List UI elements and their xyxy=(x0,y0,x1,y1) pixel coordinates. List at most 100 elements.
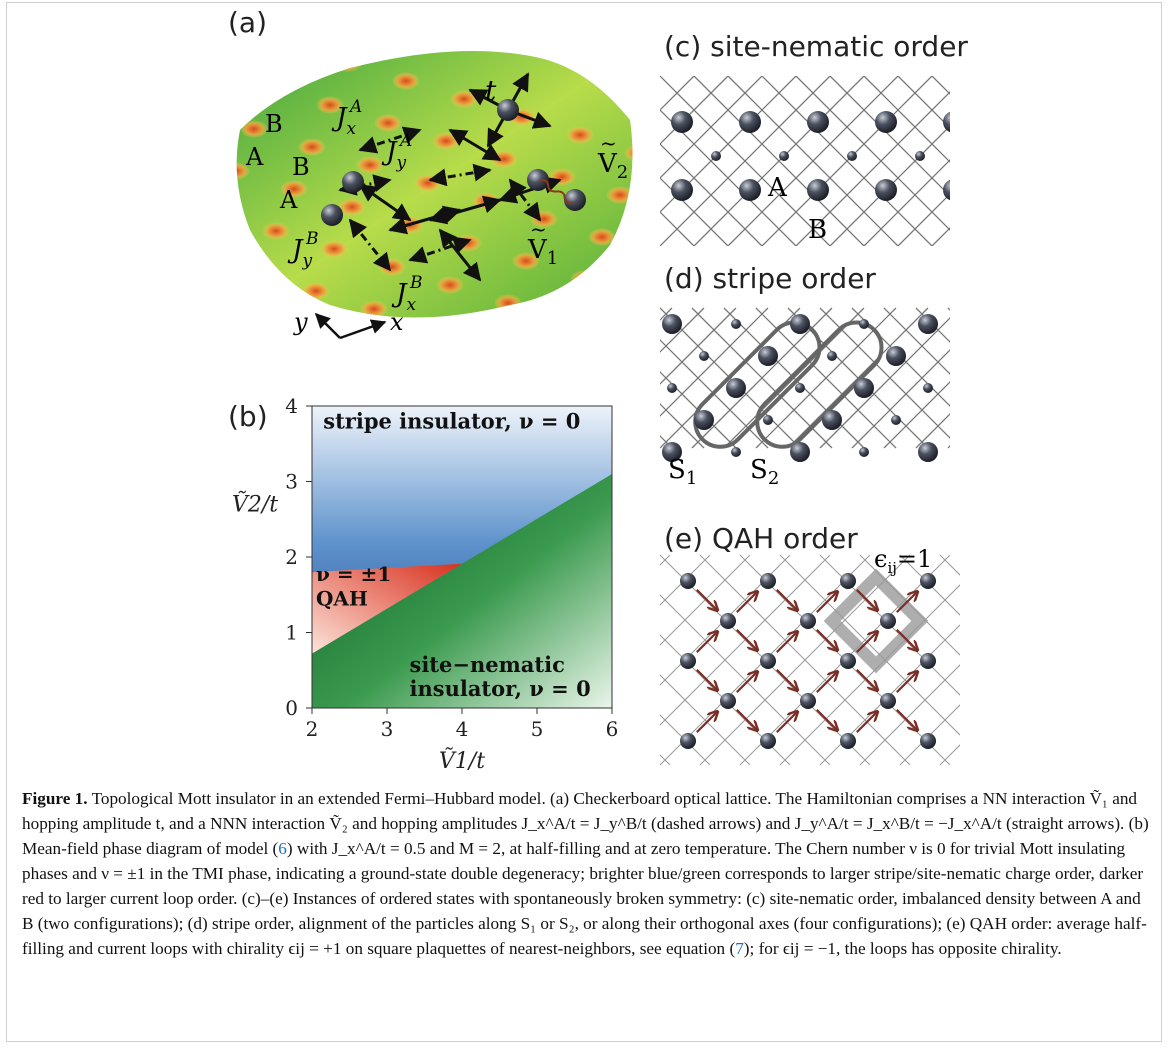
atom xyxy=(760,653,776,669)
sublattice-label: A xyxy=(279,186,298,214)
lattice-bond xyxy=(660,211,695,246)
potential-well xyxy=(454,234,482,252)
nematic-region xyxy=(312,473,612,708)
potential-well xyxy=(606,186,633,204)
atom xyxy=(880,693,896,709)
lattice-bond xyxy=(883,381,950,449)
current-arrow xyxy=(896,629,917,650)
large-atom xyxy=(790,442,810,462)
equation-7-link[interactable]: 7 xyxy=(735,939,744,958)
lattice-bond xyxy=(863,159,950,246)
panel-a-label: (a) xyxy=(228,6,268,39)
potential-well xyxy=(334,54,362,72)
panel-c-label: (c) site-nematic order xyxy=(664,30,968,63)
current-arrow xyxy=(856,669,877,690)
potential-well xyxy=(258,78,286,96)
potential-well xyxy=(400,360,428,378)
potential-well xyxy=(360,300,388,318)
small-atom xyxy=(859,319,869,329)
potential-well xyxy=(280,180,308,198)
y-tick-label: 2 xyxy=(285,545,298,569)
lattice-bond xyxy=(660,177,729,246)
current-arrow xyxy=(776,712,797,733)
lattice-bond xyxy=(660,307,705,353)
equation-6-link[interactable]: 6 xyxy=(278,839,287,858)
current-arrow xyxy=(736,672,757,693)
chirality-label: ϵij=1 xyxy=(874,545,932,577)
site-b-label: B xyxy=(808,215,827,245)
potential-well xyxy=(624,144,633,162)
atom xyxy=(840,653,856,669)
potential-well xyxy=(512,252,540,270)
panel-b-label: (b) xyxy=(228,400,268,433)
lattice-bond xyxy=(691,307,833,449)
large-atom xyxy=(662,314,682,334)
lattice-bond xyxy=(727,76,899,246)
potential-well xyxy=(210,60,228,78)
current-arrow xyxy=(736,592,757,613)
small-atom xyxy=(779,151,789,161)
v1-label: V1 xyxy=(527,235,558,269)
lattice-bond xyxy=(660,674,751,766)
current-arrow xyxy=(856,632,877,653)
small-atom xyxy=(667,383,677,393)
lattice-bond xyxy=(897,193,950,246)
lattice-bond xyxy=(899,554,960,616)
jxa-label: JxA xyxy=(331,97,362,139)
potential-well xyxy=(210,348,236,366)
potential-well xyxy=(570,270,598,288)
lattice-bond xyxy=(660,76,797,213)
atom xyxy=(800,693,816,709)
lattice-bond xyxy=(660,554,711,606)
potential-well xyxy=(320,240,348,258)
atom xyxy=(760,573,776,589)
lattice-bond xyxy=(693,76,865,246)
current-arrow xyxy=(696,669,717,690)
atom xyxy=(680,653,696,669)
current-arrow xyxy=(856,589,877,610)
lattice-bond xyxy=(899,704,960,766)
optical-lattice-illustration: B A B A t JxA JyA JyB JxB V2 ~ V1 ~ y x xyxy=(210,50,633,380)
lattice-bond xyxy=(939,554,960,576)
xy-axes: y x xyxy=(293,308,404,340)
potential-well xyxy=(418,318,446,336)
potential-well xyxy=(592,372,620,380)
caption-text: ) with J_x^A/t = 0.5 and M = 2, at half-… xyxy=(22,839,1147,958)
qah-nu-label: ν = ±1 xyxy=(316,562,391,586)
sublattice-label: A xyxy=(245,143,264,171)
large-atom xyxy=(807,111,829,133)
small-atom xyxy=(923,383,933,393)
lattice-bond xyxy=(699,554,911,766)
lattice-bond xyxy=(897,76,950,129)
site-nematic-lattice: A B xyxy=(660,76,950,246)
lattice-bond xyxy=(779,584,960,766)
lattice-bond xyxy=(859,554,960,656)
small-atom xyxy=(795,383,805,393)
potential-well xyxy=(490,150,518,168)
atom xyxy=(840,573,856,589)
potential-well xyxy=(588,228,616,246)
hopping-arrow-dashed xyxy=(508,178,542,222)
small-atom xyxy=(891,415,901,425)
lattice-bond xyxy=(660,76,695,111)
lattice-bond xyxy=(795,91,950,246)
potential-well xyxy=(374,114,402,132)
atom xyxy=(680,573,696,589)
current-arrow xyxy=(776,632,797,653)
x-tick-label: 6 xyxy=(606,717,619,741)
potential-well xyxy=(356,156,384,174)
hopping-arrow xyxy=(388,205,462,235)
atom xyxy=(880,613,896,629)
lattice-bond xyxy=(819,317,950,449)
caption-text: Topological Mott insulator in an extende… xyxy=(22,789,1149,858)
lattice-bond xyxy=(660,307,769,417)
hopping-arrow-dashed xyxy=(358,126,422,154)
panel-d-label: (d) stripe order xyxy=(664,262,876,295)
large-atom xyxy=(822,410,842,430)
small-atom xyxy=(699,351,709,361)
large-atom xyxy=(943,179,950,201)
potential-well xyxy=(566,126,594,144)
potential-well xyxy=(266,366,294,380)
atom xyxy=(680,733,696,749)
